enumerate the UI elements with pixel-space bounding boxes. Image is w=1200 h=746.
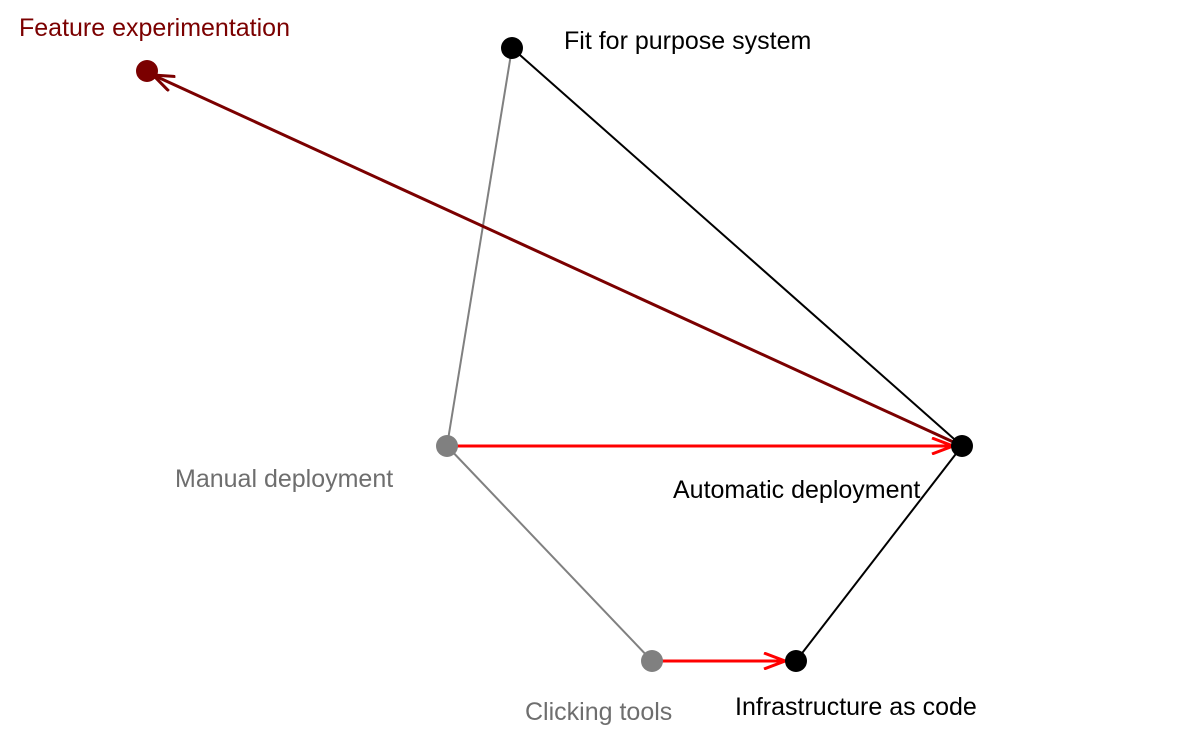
- node-automatic-deployment[interactable]: [951, 435, 973, 457]
- label-feature-experimentation: Feature experimentation: [19, 14, 290, 42]
- label-infrastructure-as-code: Infrastructure as code: [735, 693, 977, 721]
- node-clicking-tools[interactable]: [641, 650, 663, 672]
- label-clicking-tools: Clicking tools: [525, 698, 672, 726]
- node-infrastructure-as-code[interactable]: [785, 650, 807, 672]
- label-automatic-deployment: Automatic deployment: [673, 476, 920, 504]
- node-feature-experimentation[interactable]: [136, 60, 158, 82]
- node-fit-for-purpose-system[interactable]: [501, 37, 523, 59]
- edge-manual-to-clicking-tools: [446, 445, 653, 662]
- evolution-arrow-automatic-to-feature-experimentation: [153, 75, 963, 448]
- edge-fit-for-purpose-to-automatic: [511, 47, 963, 447]
- label-manual-deployment: Manual deployment: [175, 465, 393, 493]
- node-manual-deployment[interactable]: [436, 435, 458, 457]
- edge-infrastructure-to-automatic: [795, 445, 963, 662]
- label-fit-for-purpose-system: Fit for purpose system: [564, 27, 811, 55]
- edge-manual-to-fit-for-purpose: [446, 47, 513, 447]
